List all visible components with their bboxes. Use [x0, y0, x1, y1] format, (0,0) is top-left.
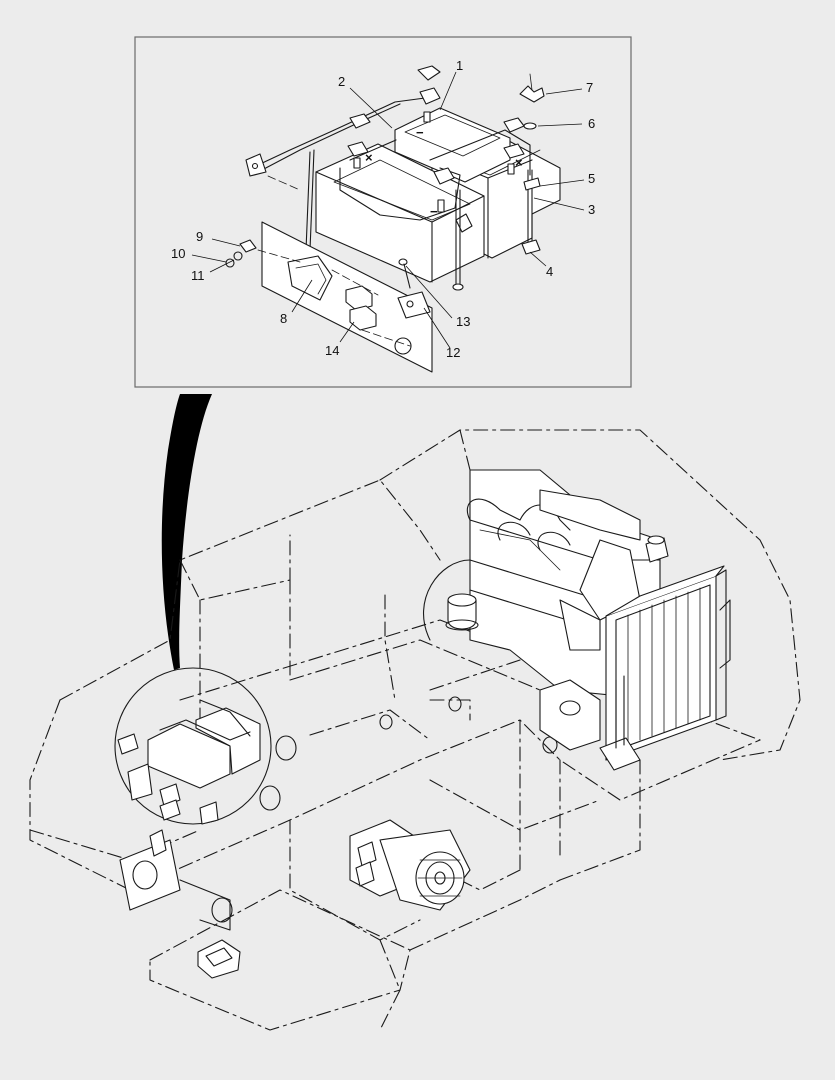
nut-washer-9-10-11	[225, 239, 257, 268]
callout-8: 8	[280, 311, 287, 326]
bolt-13	[398, 258, 411, 289]
engine-assembly	[423, 469, 731, 771]
callout-11: 11	[191, 268, 205, 283]
negative-mark-top: −	[416, 125, 424, 140]
detail-pointer-wedge	[161, 394, 212, 670]
floor-bracket	[197, 939, 241, 979]
rod-hardware	[452, 73, 545, 291]
negative-mark-front: −	[430, 204, 438, 219]
callout-6: 6	[588, 116, 595, 131]
callout-14: 14	[325, 343, 339, 358]
alternator-pump-assembly	[349, 819, 471, 911]
positive-mark-front: ×	[365, 150, 373, 165]
callout-3: 3	[588, 202, 595, 217]
callout-4: 4	[546, 264, 553, 279]
callout-numbers: 1 2 3 4 5 6 7 8 9 10 11 12 13 14	[171, 58, 595, 360]
hold-down-bracket	[339, 129, 531, 221]
callout-2: 2	[338, 74, 345, 89]
callout-5: 5	[588, 171, 595, 186]
callout-1: 1	[456, 58, 463, 73]
relays-14	[345, 285, 377, 331]
callout-leaders	[191, 71, 585, 349]
battery-location-circle	[114, 667, 272, 825]
callout-12: 12	[446, 345, 460, 360]
callout-13: 13	[456, 314, 470, 329]
battery-cable-long	[257, 97, 426, 171]
relay-bracket-8	[287, 255, 333, 301]
callout-10: 10	[171, 246, 185, 261]
ground-terminal	[245, 153, 267, 177]
battery-detail-inset: − × × −	[134, 36, 632, 388]
plate-hole	[394, 337, 412, 355]
callout-9: 9	[196, 229, 203, 244]
breaker-12	[397, 291, 431, 319]
frame-bracket	[119, 696, 558, 931]
callout-7: 7	[586, 80, 593, 95]
frame-ground-lug	[149, 829, 167, 857]
terminal-cap-group	[347, 65, 525, 233]
positive-mark-rear: ×	[515, 155, 523, 170]
